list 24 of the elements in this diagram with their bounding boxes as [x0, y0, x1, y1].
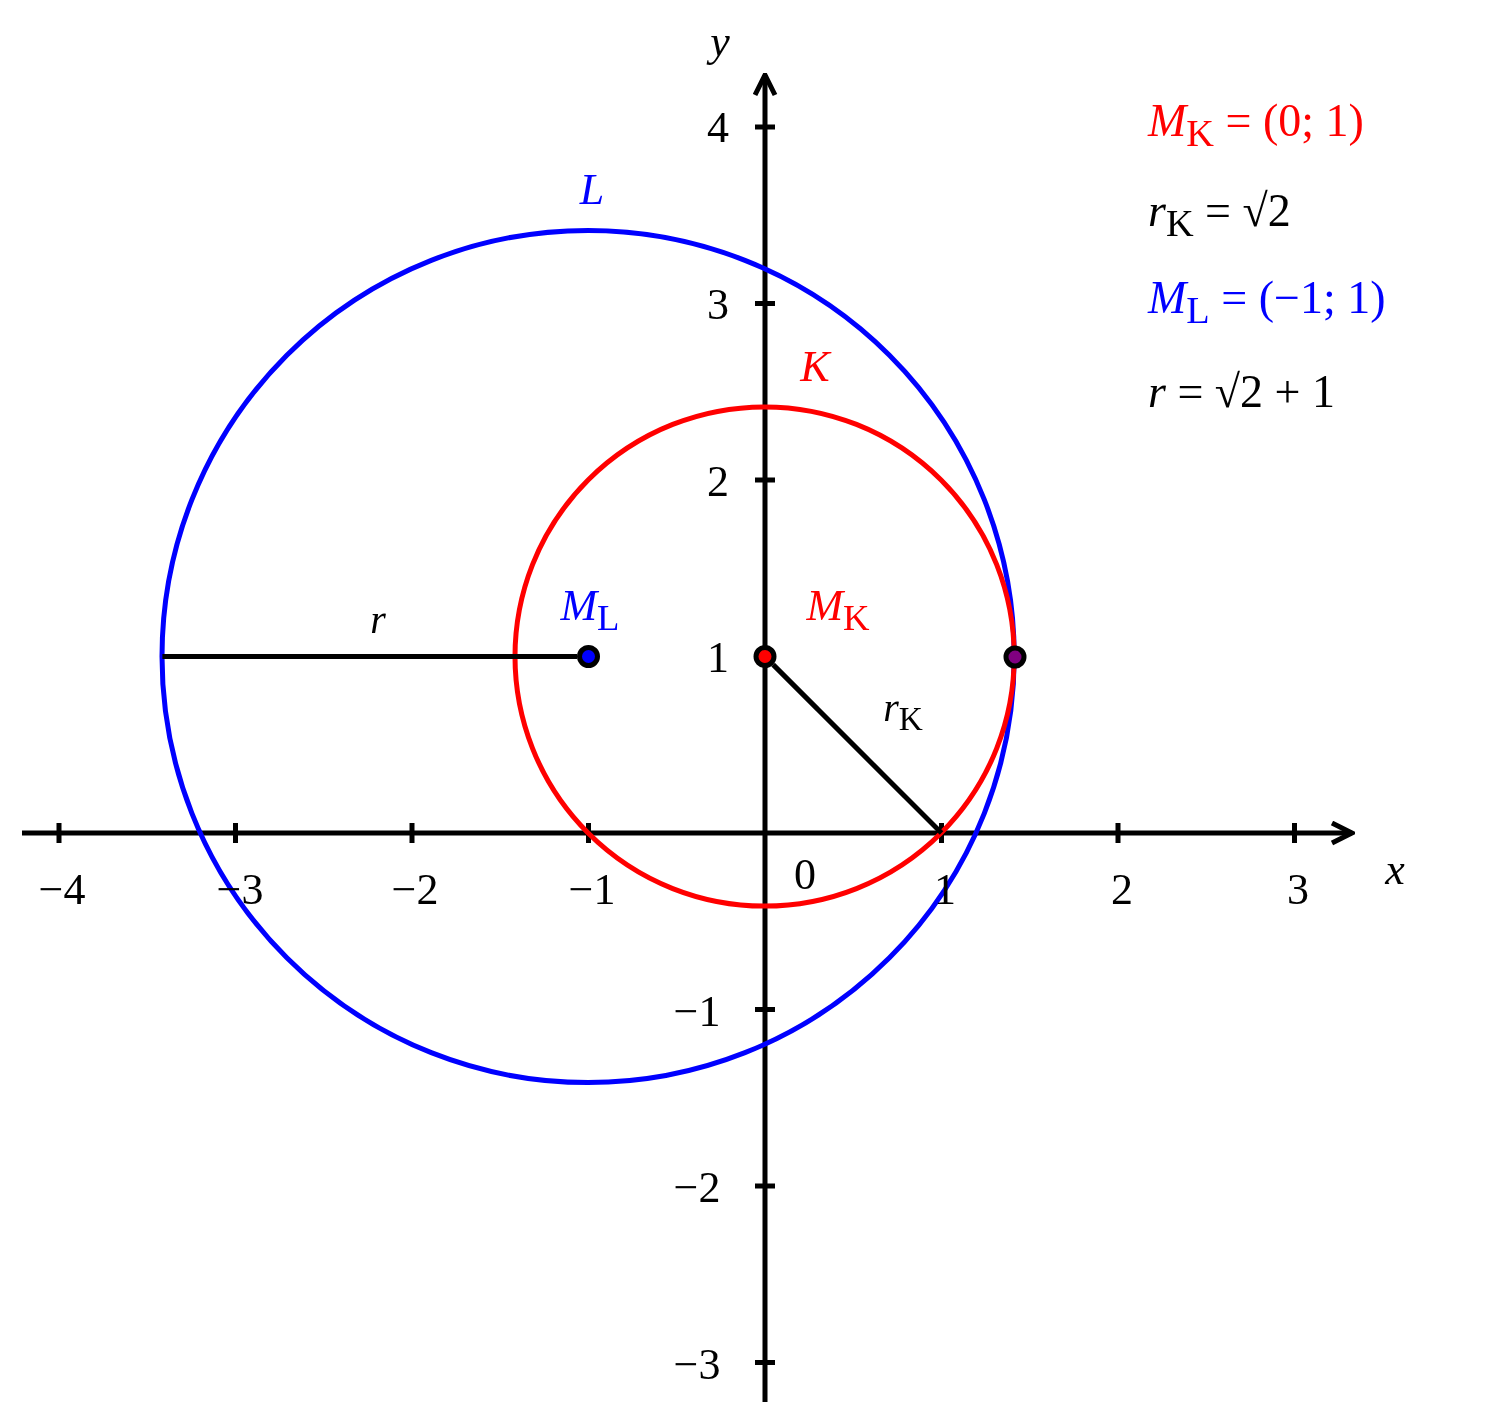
- axis-label: x: [1385, 848, 1405, 892]
- tick-label: 3: [1287, 868, 1309, 912]
- equation: M$_{K}$ = (0; 1): [1148, 97, 1364, 153]
- tick-label: −3: [673, 1343, 721, 1387]
- origin-label: 0: [794, 853, 816, 897]
- tick-label: 2: [707, 460, 729, 504]
- tick-label: 1: [707, 636, 729, 680]
- tick-label: −2: [391, 868, 439, 912]
- point-label: M$_{K}$: [806, 583, 870, 637]
- radius-line: [771, 662, 944, 835]
- tick-label: 4: [707, 106, 729, 150]
- tick-label: −1: [673, 990, 721, 1034]
- equation: M$_{L}$ = (−1; 1): [1148, 274, 1386, 330]
- point-label: M$_{L}$: [560, 583, 620, 637]
- tick-label: −2: [673, 1166, 721, 1210]
- tick-label: 3: [707, 283, 729, 327]
- circle-label: K: [800, 345, 830, 389]
- radius-line: [162, 654, 577, 659]
- tick-label: −4: [38, 868, 86, 912]
- tick-label: 2: [1111, 868, 1133, 912]
- equation: r$_{K}$ = √2: [1148, 187, 1291, 243]
- tick-label: −1: [568, 868, 616, 912]
- circle-label: L: [579, 168, 605, 212]
- equation: r = √2 + 1: [1148, 369, 1336, 415]
